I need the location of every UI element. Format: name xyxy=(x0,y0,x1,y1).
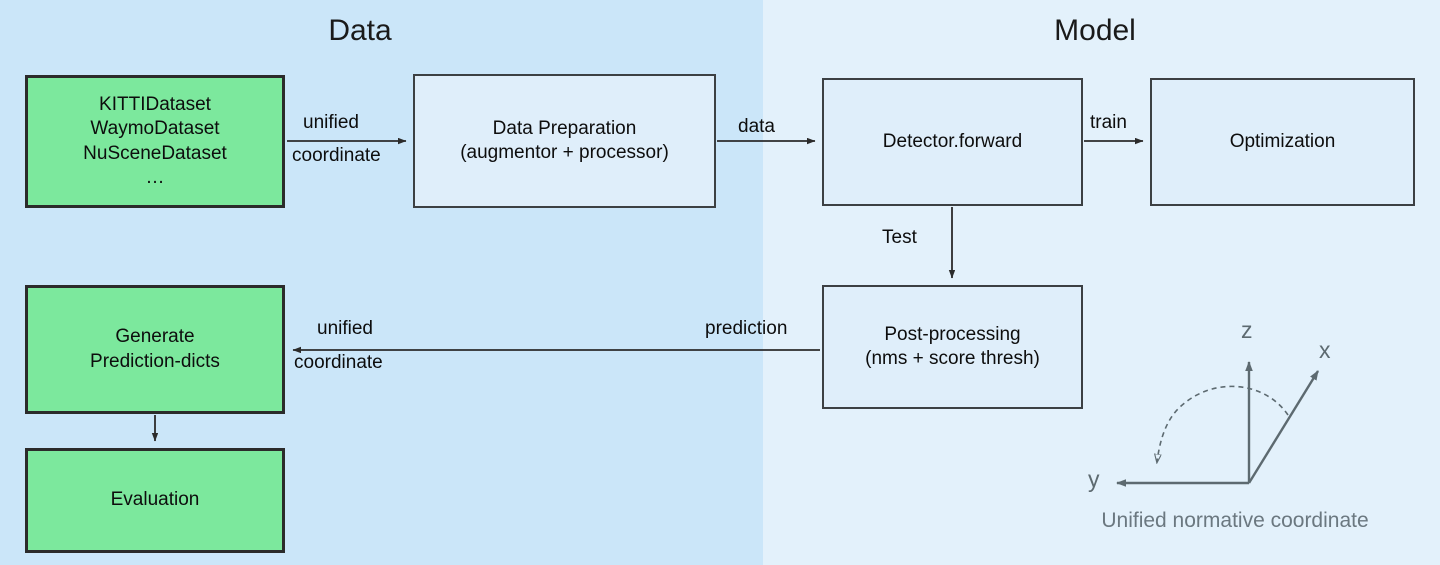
edge-label-coordinate-bottom: coordinate xyxy=(294,352,383,373)
node-data-preparation[interactable]: Data Preparation (augmentor + processor) xyxy=(413,74,716,208)
node-detector-forward-label: Detector.forward xyxy=(882,130,1023,152)
node-detector-forward[interactable]: Detector.forward xyxy=(822,78,1083,206)
node-evaluation[interactable]: Evaluation xyxy=(25,448,285,553)
edge-label-data: data xyxy=(738,116,775,137)
edge-label-test: Test xyxy=(882,227,917,248)
node-datasets-line-3: NuSceneDataset xyxy=(83,142,227,164)
node-optimization-label: Optimization xyxy=(1229,130,1336,152)
node-datasets[interactable]: KITTIDataset WaymoDataset NuSceneDataset… xyxy=(25,75,285,208)
coordinate-frame-caption: Unified normative coordinate xyxy=(1101,509,1369,532)
node-generate-prediction-dicts[interactable]: Generate Prediction-dicts xyxy=(25,285,285,414)
node-generate-prediction-dicts-line-2: Prediction-dicts xyxy=(90,350,220,372)
node-post-processing-line-2: (nms + score thresh) xyxy=(865,348,1040,369)
node-post-processing[interactable]: Post-processing (nms + score thresh) xyxy=(822,285,1083,409)
edge-label-train: train xyxy=(1090,112,1127,133)
node-evaluation-label: Evaluation xyxy=(110,489,200,511)
panel-title-data: Data xyxy=(328,14,392,47)
node-datasets-line-4: … xyxy=(145,166,165,188)
edge-label-unified-bottom: unified xyxy=(317,318,373,339)
axis-label-y: y xyxy=(1088,466,1100,492)
edge-label-prediction: prediction xyxy=(705,318,788,339)
axis-label-z: z xyxy=(1241,317,1253,343)
node-datasets-line-2: WaymoDataset xyxy=(90,118,220,140)
node-optimization[interactable]: Optimization xyxy=(1150,78,1415,206)
node-datasets-line-1: KITTIDataset xyxy=(99,93,211,115)
edge-label-unified-top: unified xyxy=(303,112,359,133)
edge-label-coordinate-top: coordinate xyxy=(292,145,381,166)
node-post-processing-line-1: Post-processing xyxy=(884,323,1021,345)
node-data-preparation-line-2: (augmentor + processor) xyxy=(460,142,669,163)
panel-title-model: Model xyxy=(1054,14,1136,47)
axis-label-x: x xyxy=(1319,337,1331,363)
node-generate-prediction-dicts-line-1: Generate xyxy=(115,326,195,348)
node-data-preparation-line-1: Data Preparation xyxy=(492,117,637,139)
